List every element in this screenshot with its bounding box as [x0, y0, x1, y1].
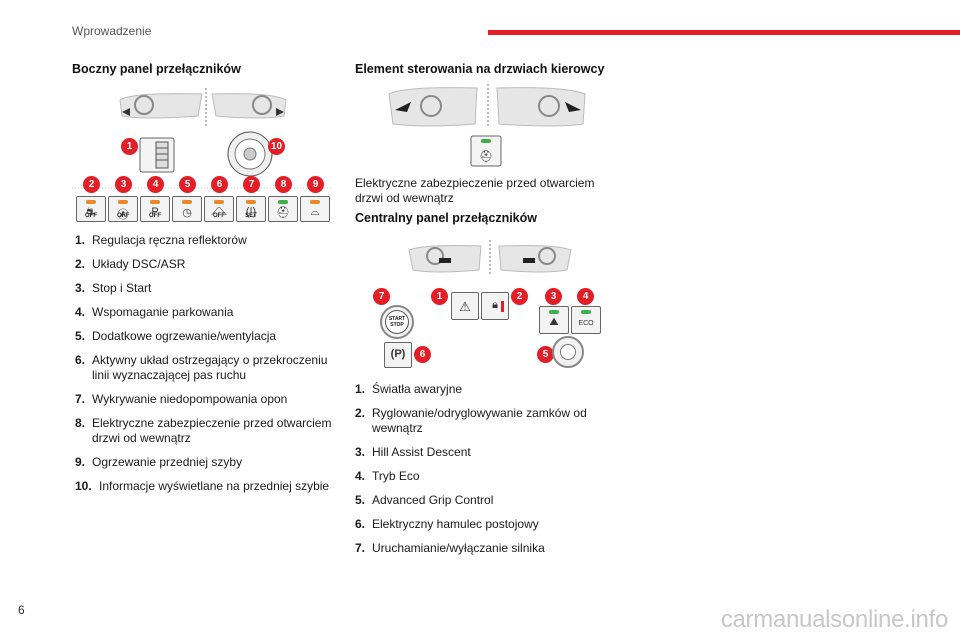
badge-6: 6	[211, 176, 228, 193]
list-item: 7.Wykrywanie niedopompowania opon	[75, 392, 288, 406]
steering-wheel-left-icon	[420, 95, 442, 117]
list-item: 1.Światła awaryjne	[355, 382, 463, 396]
watermark: carmanualsonline.info	[720, 606, 948, 633]
list-item: 9.Ogrzewanie przedniej szyby	[75, 455, 243, 469]
badge-5: 5	[179, 176, 196, 193]
child-lock-switch: ⛑	[268, 196, 298, 222]
list-item: 8.Elektryczne zabezpieczenie przed otwar…	[75, 416, 332, 445]
svg-text:⛑: ⛑	[479, 150, 493, 163]
start-stop-button: START STOP	[380, 305, 414, 339]
dsc-asr-switch: ⛐ OFF	[76, 196, 106, 222]
badge-2: 2	[83, 176, 100, 193]
park-assist-switch: P OFF	[140, 196, 170, 222]
badge-9: 9	[307, 176, 324, 193]
list-item: 5.Advanced Grip Control	[355, 493, 494, 507]
central-panel-heading: Centralny panel przełączników	[355, 211, 537, 225]
door-child-lock-switch	[470, 135, 502, 167]
dashboard-right-shape	[211, 93, 287, 119]
central-lock-switch: 🔒︎	[481, 292, 509, 320]
eco-label: ECO	[578, 320, 594, 327]
list-item: 6.Aktywny układ ostrzegający o przekrocz…	[75, 353, 328, 382]
list-item: 5.Dodatkowe ogrzewanie/wentylacja	[75, 329, 277, 343]
hazard-switch: ⚠	[451, 292, 479, 320]
list-item: 1.Regulacja ręczna reflektorów	[75, 233, 247, 247]
badge-3: 3	[115, 176, 132, 193]
left-legend-list: 1.Regulacja ręczna reflektorów 2.Układy …	[75, 233, 345, 503]
list-item: 4.Wspomaganie parkowania	[75, 305, 234, 319]
header-accent-bar	[488, 30, 960, 35]
badge-8: 8	[275, 176, 292, 193]
list-item: 4.Tryb Eco	[355, 469, 420, 483]
stop-start-switch: Ⓐ OFF	[108, 196, 138, 222]
page-number: 6	[18, 603, 25, 617]
list-item: 2.Układy DSC/ASR	[75, 257, 186, 271]
hill-descent-switch: ⛰	[539, 306, 569, 334]
list-item: 3.Stop i Start	[75, 281, 152, 295]
start-stop-label: START STOP	[385, 310, 409, 334]
list-item: 3.Hill Assist Descent	[355, 445, 471, 459]
lane-departure-switch: ⟋⟍ OFF	[204, 196, 234, 222]
steering-wheel-right-icon	[538, 95, 560, 117]
steering-wheel-left-icon	[134, 95, 154, 115]
badge-6: 6	[414, 346, 431, 363]
driver-door-figure: ⛑	[388, 84, 586, 167]
parking-brake-switch: (P)	[384, 342, 412, 368]
windscreen-heat-switch: ⌓	[300, 196, 330, 222]
badge-1: 1	[121, 138, 138, 155]
badge-3: 3	[545, 288, 562, 305]
badge-4: 4	[147, 176, 164, 193]
badge-7: 7	[243, 176, 260, 193]
steering-wheel-right-icon	[252, 95, 272, 115]
list-item: 7.Uruchamianie/wyłączanie silnika	[355, 541, 545, 555]
right-legend-list: 1.Światła awaryjne 2.Ryglowanie/odryglow…	[355, 382, 615, 565]
badge-2: 2	[511, 288, 528, 305]
eco-switch: ECO	[571, 306, 601, 334]
side-switch-panel-figure	[72, 88, 332, 189]
central-panel-dashboard-figure	[408, 240, 572, 276]
driver-door-heading: Element sterowania na drzwiach kierowcy	[355, 62, 605, 76]
badge-1: 1	[431, 288, 448, 305]
section-title: Wprowadzenie	[72, 24, 152, 38]
door-description: Elektryczne zabezpieczenie przed otwarci…	[355, 176, 595, 205]
badge-7: 7	[373, 288, 390, 305]
badge-5: 5	[537, 346, 554, 363]
list-item: 2.Ryglowanie/odryglowywanie zamków od we…	[355, 406, 587, 435]
tyre-pressure-switch: (!) SET	[236, 196, 266, 222]
list-item: 10.Informacje wyświetlane na przedniej s…	[75, 479, 330, 493]
dashboard-left-shape	[119, 93, 203, 119]
left-heading: Boczny panel przełączników	[72, 62, 241, 76]
badge-4: 4	[577, 288, 594, 305]
aux-heating-switch: ◷	[172, 196, 202, 222]
grip-control-knob	[552, 336, 584, 368]
list-item: 6.Elektryczny hamulec postojowy	[355, 517, 539, 531]
badge-10: 10	[268, 138, 285, 155]
